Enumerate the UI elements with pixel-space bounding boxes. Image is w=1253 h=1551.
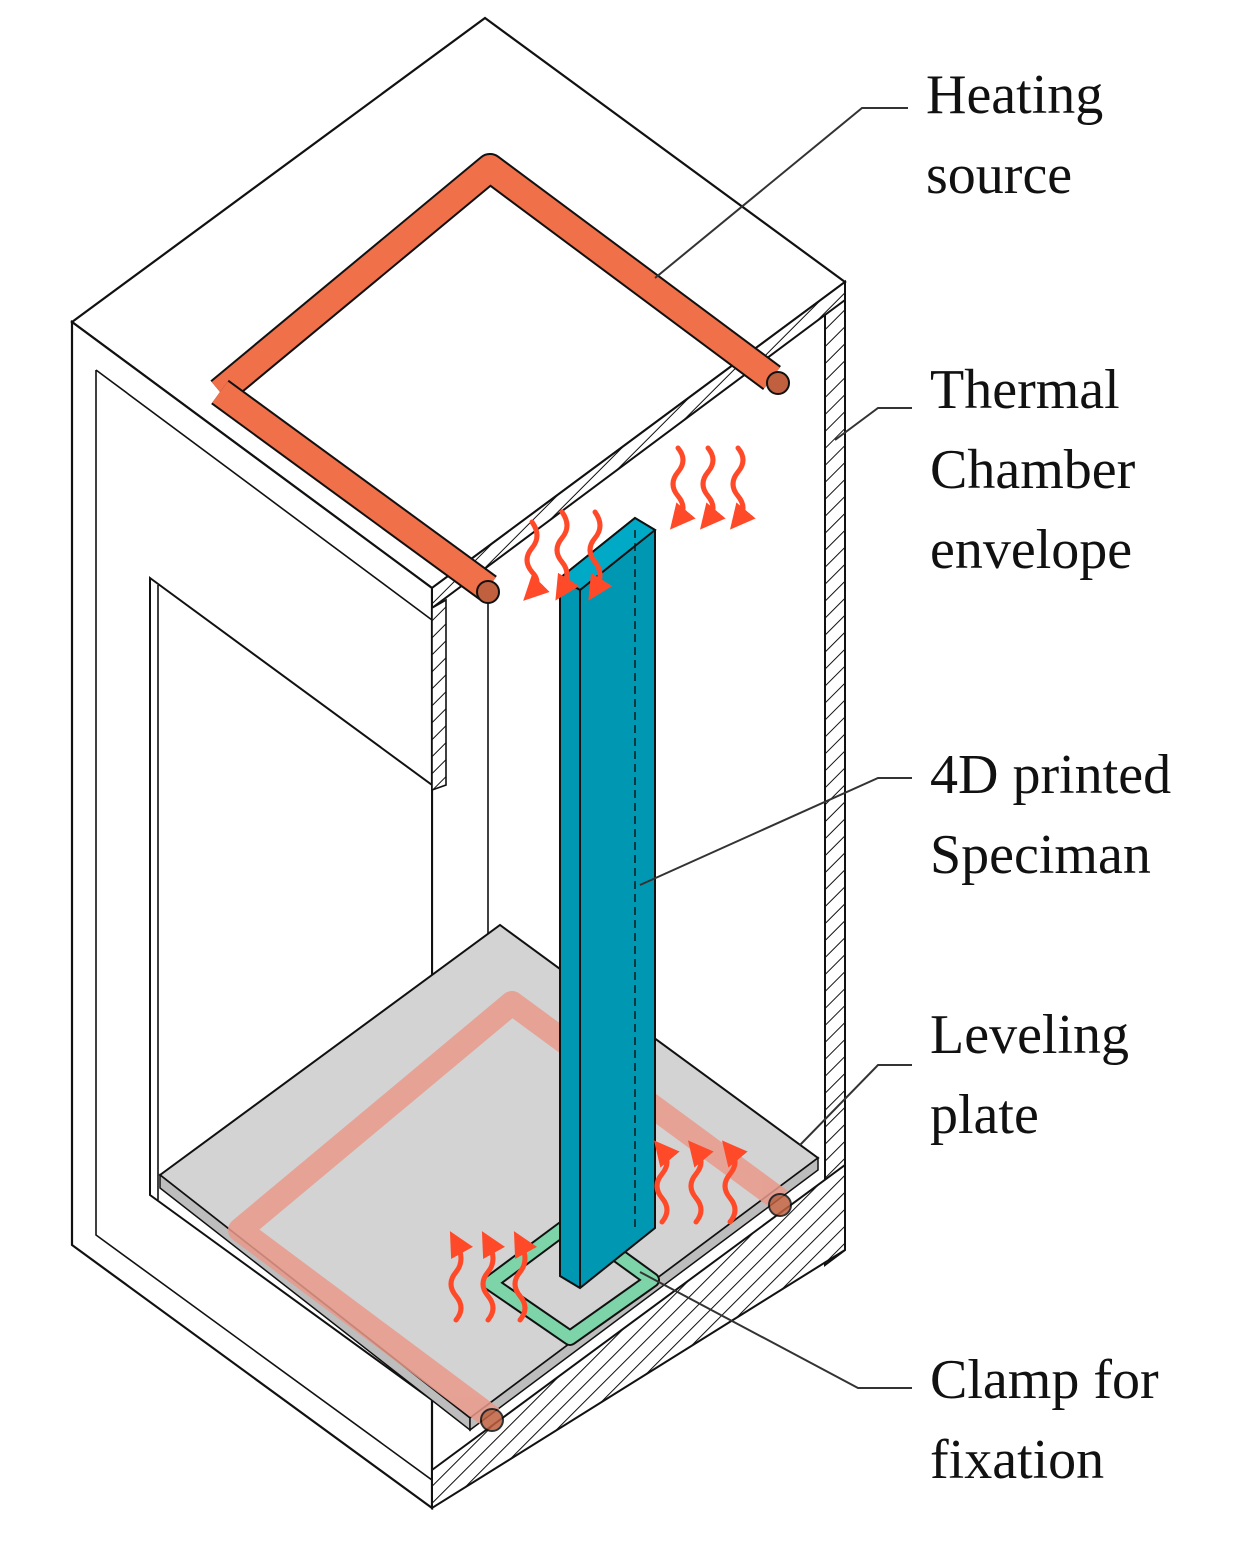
- label-leveling-plate: Leveling plate: [930, 1004, 1143, 1146]
- wavy-arrow-down-icon: [554, 509, 580, 601]
- label-specimen-line-2: Speciman: [930, 824, 1151, 886]
- label-heating-source-line-2: source: [926, 144, 1072, 206]
- heat-arrows-down: [523, 445, 756, 601]
- label-specimen-line-1: 4D printed: [930, 744, 1171, 806]
- label-clamp-line-2: fixation: [930, 1429, 1104, 1491]
- label-heating-source: Heating source: [926, 64, 1117, 206]
- label-chamber-envelope: Thermal Chamber envelope: [930, 359, 1149, 581]
- wavy-arrow-up-icon: [480, 1231, 505, 1323]
- specimen: [558, 516, 657, 1290]
- wavy-arrow-down-icon: [670, 445, 696, 530]
- leader-lines: [639, 107, 912, 1389]
- label-leveling-plate-line-1: Leveling: [930, 1004, 1129, 1066]
- labels: Heating source Thermal Chamber envelope …: [926, 64, 1185, 1491]
- label-chamber-envelope-line-2: Chamber: [930, 439, 1136, 501]
- wavy-arrow-up-icon: [448, 1231, 473, 1323]
- label-leveling-plate-line-2: plate: [930, 1084, 1039, 1146]
- heat-arrows-up: [448, 1140, 748, 1323]
- label-specimen: 4D printed Speciman: [930, 744, 1185, 886]
- wavy-arrow-up-icon: [512, 1231, 537, 1323]
- label-chamber-envelope-line-3: envelope: [930, 519, 1132, 581]
- wavy-arrow-down-icon: [730, 445, 756, 530]
- label-chamber-envelope-line-1: Thermal: [930, 359, 1120, 421]
- heating-source: [210, 153, 790, 604]
- label-heating-source-line-1: Heating: [926, 64, 1103, 126]
- wavy-arrow-down-icon: [523, 519, 550, 601]
- wavy-arrow-up-icon: [654, 1140, 680, 1225]
- wavy-arrow-down-icon: [700, 445, 726, 530]
- wavy-arrow-up-icon: [688, 1140, 714, 1225]
- label-clamp-line-1: Clamp for: [930, 1349, 1159, 1411]
- wavy-arrow-down-icon: [587, 509, 613, 601]
- label-clamp: Clamp for fixation: [930, 1349, 1173, 1491]
- clamp: [482, 1214, 660, 1346]
- wavy-arrow-up-icon: [722, 1140, 748, 1225]
